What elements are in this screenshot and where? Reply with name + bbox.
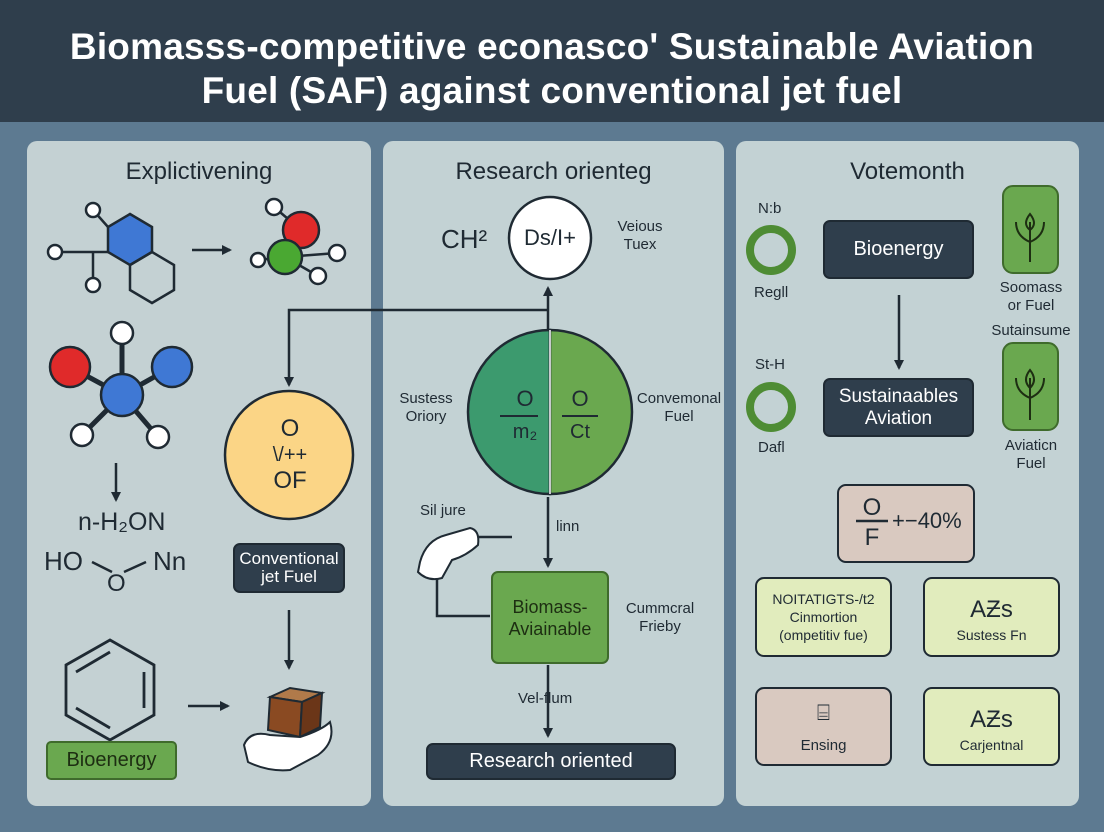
card4-big: AƵs [970,706,1013,733]
sil-jure-label: Sil jure [420,502,466,519]
ring-icon-1 [746,225,796,275]
half-left-top: O [516,386,534,411]
aviation-fuel-label: Aviaticn Fuel [1004,437,1058,472]
split-circle [466,328,634,496]
sucess-label: Sustess Oriory [399,390,453,425]
yellow-line1: O [280,415,300,442]
conventional-jet-fuel-label: Conventional jet Fuel [233,543,345,593]
veious-label: Veious Tuex [617,218,663,253]
right-panel-title: Votemonth [850,158,965,185]
molecule-hexagon-icon [46,201,176,305]
bioenergy-box: Bioenergy [823,220,974,279]
hand-gesture-icon [416,526,480,581]
top-circle [507,195,593,281]
bond-lines [91,560,147,574]
card4-small: Carjentnal [959,737,1024,753]
card-noitatigts [755,577,892,657]
left-panel-title: Explictivening [125,158,273,185]
formula-nn: Nn [153,546,187,576]
cummcral-label: Cummcral Frieby [625,600,695,635]
biomass-cube-icon [266,686,326,739]
fraction-value: +−40% [892,508,962,533]
dafl-label: Dafl [758,439,785,456]
connector-to-yellow [284,308,548,387]
card-azs-1 [923,577,1060,657]
bioenergy-tag: Bioenergy [46,741,177,780]
ch2-label: CH² [441,224,488,254]
regll-label: Regll [754,284,789,301]
fraction-card [837,484,975,563]
printer-icon: ⌸ [816,700,831,725]
n2b-label: N:b [758,200,782,217]
card1-line1: NOITATIGTS-/t2 [772,591,875,607]
molecule-redgreen-icon [249,197,347,286]
card-ensing [755,687,892,766]
half-left-bottom: m₂ [512,421,538,443]
fraction-top: O [862,494,882,521]
biomass-aviainable-box: Biomass-Aviainable [491,571,609,664]
card1-line3: (ompetitiv fue) [779,627,868,643]
card3-small: Ensing [800,737,847,754]
card1-text: NOITATIGTS-/t2 Cinmortion (ompetitiv fue… [756,590,891,644]
plant-card-top [1002,185,1059,274]
card1-line2: Cinmortion [789,609,858,625]
card-azs-2 [923,687,1060,766]
connector-hand-to-box [435,570,490,618]
header-bar: Biomasss-competitive econasco' Sustainab… [0,0,1104,122]
page-title-line1: Biomasss-competitive econasco' Sustainab… [69,26,1035,67]
yellow-circle [223,389,355,521]
formula-ho: HO [44,546,83,576]
card2-big: AƵs [970,596,1013,623]
molecule-big-icon [48,320,194,450]
fraction-bottom: F [864,524,880,551]
conventional-fuel-label: Convemonal Fuel [636,390,722,425]
half-right-bottom: Ct [570,421,590,443]
sustainable-aviation-box: Sustainaables Aviation [823,378,974,437]
ring-icon-2 [746,382,796,432]
yellow-circle-text: O \/++ OF [240,416,340,494]
soomass-label: Soomass or Fuel [999,279,1063,314]
formula-o: O [107,570,126,597]
top-circle-label: Ds/I+ [524,225,576,250]
linn-label: linn [556,518,580,535]
velflum-label: Vel-flum [518,690,573,707]
yellow-line2: \/++ [272,444,308,466]
yellow-line3: OF [273,467,307,494]
hand-icon [242,720,333,772]
middle-panel-title: Research orienteg [455,158,652,185]
benzene-ring-icon [64,638,156,742]
card2-small: Sustess Fn [956,627,1027,643]
sth-label: St-H [755,356,785,373]
plant-card-bottom [1002,342,1059,431]
research-oriented-box: Research oriented [426,743,676,780]
sutainsume-label: Sutainsume [991,322,1071,339]
page-title-line2: Fuel (SAF) against conventional jet fuel [201,70,903,111]
half-right-top: O [571,386,589,411]
formula-n-h2on: n-H₂ON [78,508,166,536]
